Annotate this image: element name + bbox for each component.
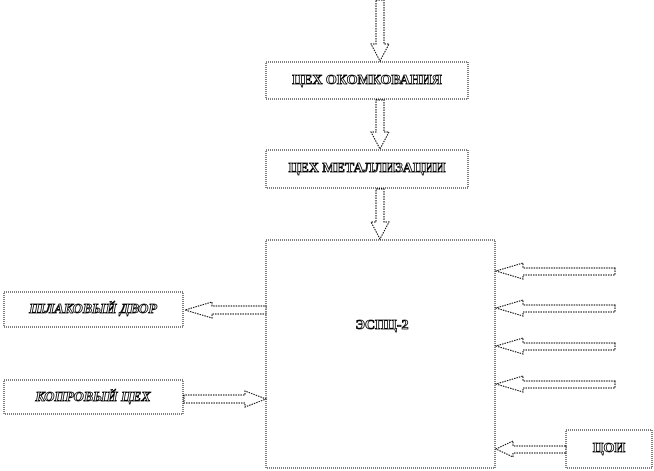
node-tsoi-label: ЦОИ bbox=[593, 441, 626, 456]
arrow-input-4-to-espc bbox=[494, 375, 616, 393]
node-espc-label: ЭСПЦ-2 bbox=[355, 318, 408, 333]
arrow-input-3-to-espc bbox=[494, 337, 616, 355]
arrow-metallization-to-espc bbox=[370, 188, 390, 241]
arrow-pelletizing-to-metallization bbox=[370, 99, 390, 151]
node-espc: ЭСПЦ-2 bbox=[265, 239, 496, 469]
node-scrap-shop-label: КОПРОВЫЙ ЦЕХ bbox=[34, 387, 151, 405]
arrow-input-1-to-espc bbox=[494, 262, 616, 280]
arrow-input-2-to-espc bbox=[494, 299, 616, 317]
arrow-espc-to-slag-yard bbox=[183, 301, 267, 319]
node-pelletizing-label: ЦЕХ ОКОМКОВАНИЯ bbox=[292, 73, 442, 88]
arrow-input-to-pelletizing bbox=[370, 0, 390, 63]
node-slag-yard-label: ШЛАКОВЫЙ ДВОР bbox=[28, 299, 157, 317]
node-scrap-shop: КОПРОВЫЙ ЦЕХ bbox=[3, 379, 184, 415]
arrow-tsoi-to-espc bbox=[494, 440, 567, 458]
node-metallization: ЦЕХ МЕТАЛЛИЗАЦИИ bbox=[265, 149, 469, 189]
arrow-scrap-shop-to-espc bbox=[183, 390, 268, 408]
node-pelletizing: ЦЕХ ОКОМКОВАНИЯ bbox=[265, 61, 469, 100]
node-metallization-label: ЦЕХ МЕТАЛЛИЗАЦИИ bbox=[288, 161, 445, 176]
node-tsoi: ЦОИ bbox=[565, 429, 653, 469]
node-slag-yard: ШЛАКОВЫЙ ДВОР bbox=[3, 291, 184, 328]
